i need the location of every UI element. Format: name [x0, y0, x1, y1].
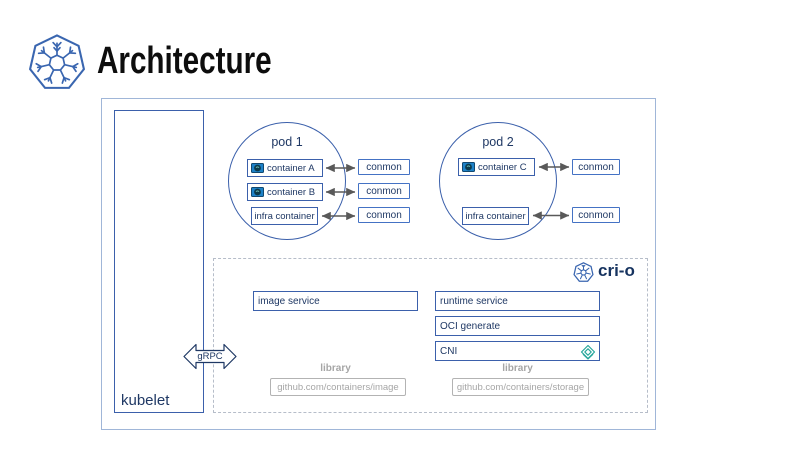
- containers-image-repo-box: github.com/containers/image: [270, 378, 406, 396]
- infra-container-label: infra container: [465, 210, 526, 222]
- cni-icon: [580, 344, 596, 360]
- infra-container-label: infra container: [254, 210, 315, 222]
- image-service-box: image service: [253, 291, 418, 311]
- conmon-box: conmon: [358, 159, 410, 175]
- pod2-title: pod 2: [482, 135, 514, 149]
- container-a-label: container A: [267, 162, 315, 174]
- page-title: Architecture: [97, 40, 272, 82]
- infra-container-box-pod1: infra container: [251, 207, 318, 225]
- pod1-title: pod 1: [271, 135, 303, 149]
- crio-logo-icon: [573, 262, 594, 282]
- grpc-connector: gRPC: [183, 342, 237, 371]
- container-icon: [251, 187, 264, 197]
- double-arrow-icon: [183, 343, 237, 370]
- cni-label: CNI: [440, 345, 458, 357]
- kubelet-box: kubelet: [114, 110, 204, 413]
- container-b-box: container B: [247, 183, 323, 201]
- library-heading-right: library: [502, 363, 533, 374]
- infra-container-box-pod2: infra container: [462, 207, 529, 225]
- conmon-box: conmon: [358, 183, 410, 199]
- container-c-label: container C: [478, 161, 527, 173]
- grpc-label: gRPC: [197, 351, 223, 362]
- runtime-service-box: runtime service: [435, 291, 600, 311]
- container-icon: [462, 162, 475, 172]
- conmon-box: conmon: [572, 159, 620, 175]
- pod1-circle: pod 1: [228, 122, 346, 240]
- crio-title: cri-o: [598, 261, 635, 280]
- container-a-box: container A: [247, 159, 323, 177]
- container-b-label: container B: [267, 186, 316, 198]
- crio-logo-icon: [28, 34, 86, 89]
- container-c-box: container C: [458, 158, 535, 176]
- library-heading-left: library: [320, 363, 351, 374]
- conmon-box: conmon: [358, 207, 410, 223]
- containers-storage-repo-box: github.com/containers/storage: [452, 378, 589, 396]
- kubelet-label: kubelet: [121, 392, 170, 409]
- conmon-box: conmon: [572, 207, 620, 223]
- oci-generate-box: OCI generate: [435, 316, 600, 336]
- container-icon: [251, 163, 264, 173]
- crio-dashed-box: [213, 258, 648, 413]
- cni-box: CNI: [435, 341, 600, 361]
